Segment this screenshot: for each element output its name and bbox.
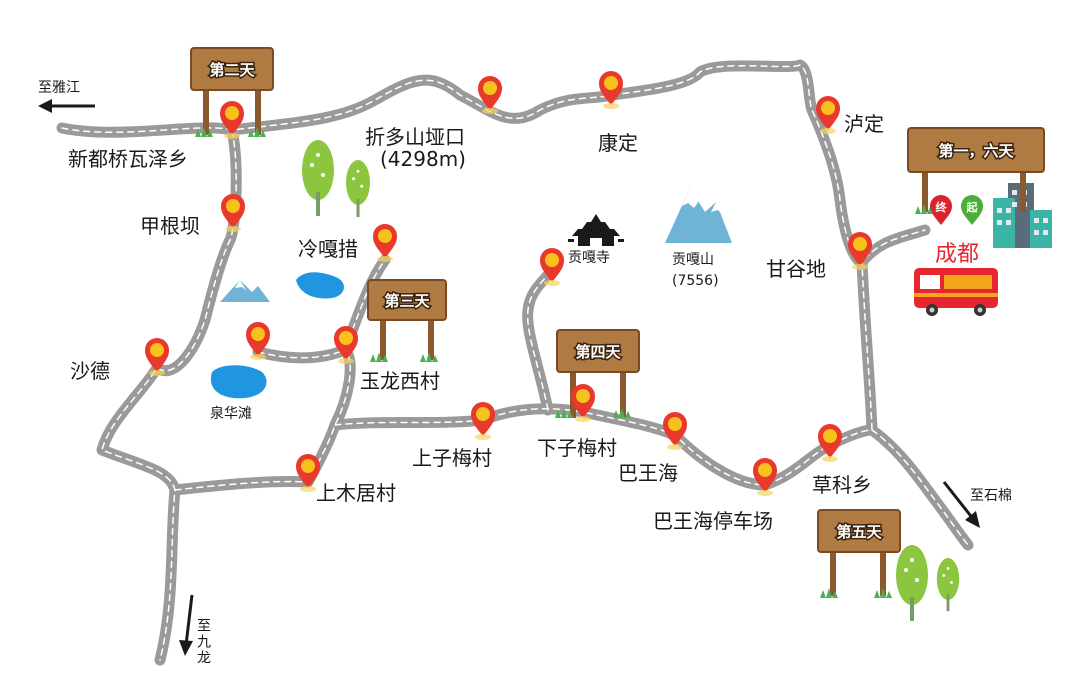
start-marker-label: 起 <box>966 200 979 214</box>
pin-bawanghai-parking-icon <box>753 458 777 496</box>
pins <box>145 71 872 496</box>
label-kangding: 康定 <box>598 131 638 155</box>
label-caokexiang: 草科乡 <box>812 473 872 497</box>
lake-lenggacuo <box>296 272 344 299</box>
lake-quanhuatan <box>210 365 267 399</box>
label-to-shimian: 至石棉 <box>970 487 1012 504</box>
label-gonggashan: 贡嘎山 <box>672 252 714 268</box>
trees-south <box>896 545 960 621</box>
end-marker-icon: 终 <box>930 195 952 225</box>
label-jiagenba: 甲根坝 <box>140 214 200 238</box>
sign-day3-label: 第三天 <box>384 292 430 310</box>
label-to-jiulong: 至九龙 <box>195 618 211 666</box>
pin-shangzimeicun-icon <box>471 402 495 440</box>
mountain-gongga-icon <box>665 188 732 243</box>
end-marker-label: 终 <box>936 200 948 214</box>
sign-day3: 第三天 <box>367 279 447 362</box>
label-bawanghai-parking: 巴王海停车场 <box>653 509 773 533</box>
label-quanhuatan: 泉华滩 <box>210 405 252 422</box>
label-gonggasi: 贡嘎寺 <box>568 250 610 266</box>
label-ganggudi: 甘谷地 <box>766 257 826 281</box>
label-lenggacuo: 冷嘎措 <box>298 237 358 261</box>
label-bawanghai: 巴王海 <box>618 461 678 485</box>
label-shangzimeicun: 上子梅村 <box>412 446 492 470</box>
label-xiazimeicun: 下子梅村 <box>537 436 617 460</box>
label-xinduqiao: 新都桥瓦泽乡 <box>68 147 188 171</box>
label-gonggashan-alt: (7556) <box>672 273 719 289</box>
pin-kangding-icon <box>599 71 623 109</box>
sign-day2-label: 第二天 <box>209 61 255 79</box>
pin-lenggacuo-icon <box>373 224 397 262</box>
sign-day16: 第一，六天 <box>907 127 1045 214</box>
bus-icon <box>914 268 998 316</box>
sign-day5: 第五天 <box>817 509 901 598</box>
label-shangmujucun: 上木居村 <box>316 481 396 505</box>
label-yulongxicun: 玉龙西村 <box>360 369 440 393</box>
temple-icon <box>568 214 624 246</box>
start-marker-icon: 起 <box>961 195 983 225</box>
label-chengdu: 成都 <box>935 242 979 267</box>
label-to-yajiang: 至雅江 <box>38 80 80 96</box>
sign-day16-label: 第一，六天 <box>938 142 1014 160</box>
trees-north <box>302 140 370 217</box>
label-luding: 泸定 <box>844 112 884 136</box>
sign-day5-label: 第五天 <box>836 523 882 541</box>
arrow-shimian-icon <box>942 481 980 528</box>
arrow-yajiang-icon <box>38 99 95 113</box>
label-zheduoshan-alt: (4298m) <box>380 147 466 171</box>
label-zheduoshan: 折多山垭口 <box>365 125 465 149</box>
city-buildings-icon <box>993 183 1052 248</box>
sign-day4-label: 第四天 <box>575 343 621 361</box>
mountain-small-icon <box>220 280 270 302</box>
pin-ganggudi-icon <box>848 232 872 270</box>
label-shade: 沙德 <box>70 359 110 383</box>
arrow-jiulong-icon <box>179 594 194 656</box>
pin-jiagenba-icon <box>221 194 245 232</box>
sign-day2: 第二天 <box>190 47 274 137</box>
